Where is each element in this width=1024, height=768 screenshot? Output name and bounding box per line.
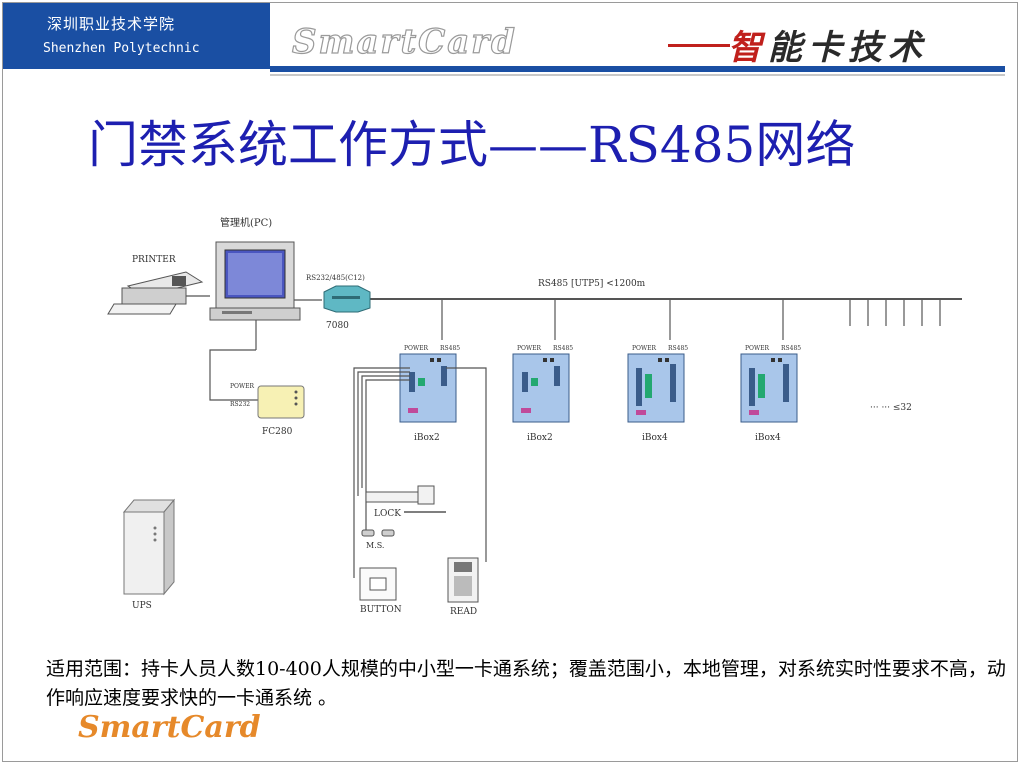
box-rs485-label: RS485: [553, 345, 573, 352]
school-name-en: Shenzhen Polytechnic: [43, 41, 200, 56]
converter-label: 7080: [326, 321, 349, 331]
header-divider: [270, 66, 1005, 72]
box-label: iBox4: [755, 433, 781, 443]
school-name-cn: 深圳职业技术学院: [47, 15, 176, 33]
box-power-label: POWER: [632, 345, 657, 352]
scope-description: 适用范围：持卡人员人数10-400人规模的中小型一卡通系统；覆盖范围小，本地管理…: [46, 658, 1006, 709]
box-label: iBox2: [414, 433, 440, 443]
pc-label: 管理机(PC): [220, 216, 272, 229]
printer-label: PRINTER: [132, 255, 176, 265]
header-divider-shadow: [270, 74, 1005, 76]
box-rs485-label: RS485: [668, 345, 688, 352]
footer-smartcard-logo: SmartCard: [78, 710, 261, 745]
ups-icon: [122, 498, 176, 596]
box-label: iBox2: [527, 433, 553, 443]
rs232-label: RS232/485(C12): [306, 274, 365, 282]
box-power-label: POWER: [745, 345, 770, 352]
pc-computer-icon: [209, 241, 301, 321]
slide-title: 门禁系统工作方式——RS485网络: [88, 116, 856, 174]
ibox-unit-3: POWER RS485 iBox4: [627, 345, 688, 443]
tech-calligraphy: 智能卡技术: [728, 20, 928, 69]
box-label: iBox4: [642, 433, 668, 443]
fc280-rs232-label: RS232: [230, 401, 250, 408]
extra-drop-lines: [849, 299, 941, 326]
converter-icon: [323, 285, 371, 313]
ms-label: M.S.: [366, 541, 384, 550]
ups-label: UPS: [132, 601, 152, 611]
rs485-network-diagram: RS485 [UTP5] <1200m 管理机(PC) PRINTER RS23…: [107, 216, 962, 617]
button-label: BUTTON: [360, 605, 402, 615]
box-power-label: POWER: [517, 345, 542, 352]
box-power-label: POWER: [404, 345, 429, 352]
lock-icon: [365, 485, 446, 513]
peripheral-wiring: [353, 367, 487, 578]
more-units-label: ··· ··· ≤32: [870, 403, 912, 413]
lock-label: LOCK: [374, 509, 401, 519]
fc280-icon: [257, 385, 305, 419]
printer-icon: [107, 271, 204, 315]
fc280-power-label: POWER: [230, 383, 255, 390]
read-label: READ: [450, 607, 477, 617]
tech-rest-chars: 能卡技术: [768, 28, 928, 68]
card-reader-icon: [447, 557, 479, 603]
smartcard-header-logo: SmartCard: [291, 21, 517, 62]
bus-label: RS485 [UTP5] <1200m: [538, 279, 646, 289]
ms-sensor-icon: [361, 529, 395, 537]
button-icon: [359, 567, 397, 601]
fc280-link: [209, 349, 258, 401]
tech-first-char: 智: [728, 28, 768, 68]
box-drop-lines: [441, 299, 784, 340]
ibox-unit-1: POWER RS485 iBox2: [399, 345, 460, 443]
box-rs485-label: RS485: [781, 345, 801, 352]
box-rs485-label: RS485: [440, 345, 460, 352]
tech-dash: [668, 44, 730, 47]
ibox-unit-2: POWER RS485 iBox2: [512, 345, 573, 443]
ibox-unit-4: POWER RS485 iBox4: [740, 345, 801, 443]
fc280-label: FC280: [262, 427, 293, 437]
school-banner: 深圳职业技术学院 Shenzhen Polytechnic: [3, 3, 270, 69]
